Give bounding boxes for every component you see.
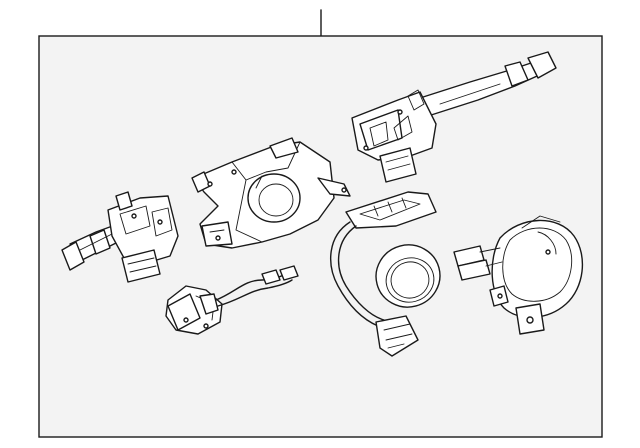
wiper-switch-icon xyxy=(61,191,179,283)
headlamp-switch-icon xyxy=(351,51,557,183)
sensor-harness-icon xyxy=(165,265,299,335)
angle-sensor-icon xyxy=(330,191,437,357)
switch-body-icon xyxy=(191,137,351,249)
sensor-ring-icon xyxy=(375,244,441,308)
clock-spring-icon xyxy=(453,215,584,335)
